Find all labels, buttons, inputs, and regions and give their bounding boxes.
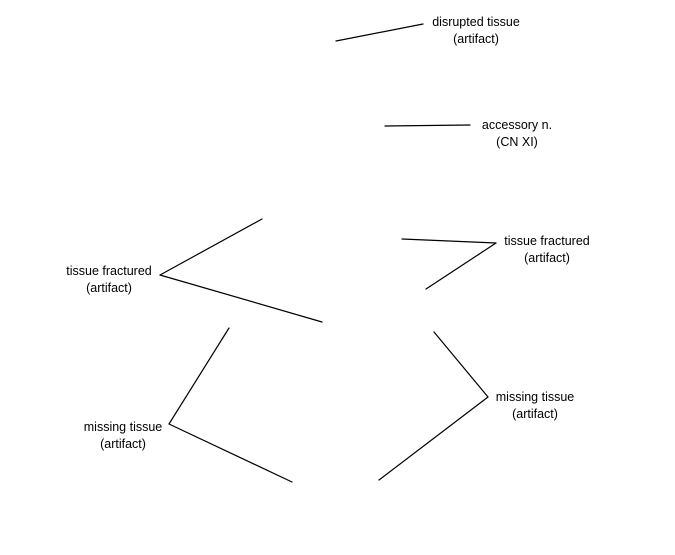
label-disrupted-tissue-line2: (artifact) — [453, 32, 499, 46]
label-tissue-fractured-right-line1: tissue fractured — [504, 234, 590, 248]
label-missing-tissue-left-line1: missing tissue — [83, 420, 163, 434]
label-tissue-fractured-left: tissue fractured (artifact) — [66, 263, 151, 297]
leader-line-missing-tissue-left-lower — [168, 423, 293, 483]
label-accessory-nerve: accessory n. (CN XI) — [482, 117, 552, 151]
leader-line-accessory-nerve — [384, 124, 471, 127]
leader-line-tissue-fractured-left-lower — [159, 274, 323, 323]
label-tissue-fractured-left-line2: (artifact) — [86, 281, 132, 295]
label-tissue-fractured-right-line2: (artifact) — [524, 251, 570, 265]
label-disrupted-tissue: disrupted tissue (artifact) — [432, 14, 520, 48]
label-accessory-nerve-line2: (CN XI) — [496, 135, 538, 149]
label-tissue-fractured-left-line1: tissue fractured — [66, 264, 152, 278]
leader-line-disrupted-tissue — [335, 23, 424, 42]
leader-line-tissue-fractured-left-upper — [159, 218, 263, 276]
label-missing-tissue-right-line1: missing tissue — [495, 390, 575, 404]
leader-line-tissue-fractured-right-lower — [425, 242, 497, 290]
label-tissue-fractured-right: tissue fractured (artifact) — [504, 233, 589, 267]
label-disrupted-tissue-line1: disrupted tissue — [432, 15, 520, 29]
label-accessory-nerve-line1: accessory n. — [481, 118, 553, 132]
label-missing-tissue-right-line2: (artifact) — [512, 407, 558, 421]
label-missing-tissue-left-line2: (artifact) — [100, 437, 146, 451]
leader-line-missing-tissue-right-lower — [378, 396, 489, 481]
leader-line-missing-tissue-left-upper — [168, 327, 230, 425]
label-missing-tissue-right: missing tissue (artifact) — [496, 389, 575, 423]
leader-line-missing-tissue-right-upper — [433, 331, 489, 398]
leader-line-tissue-fractured-right-upper — [401, 238, 497, 244]
label-missing-tissue-left: missing tissue (artifact) — [84, 419, 163, 453]
